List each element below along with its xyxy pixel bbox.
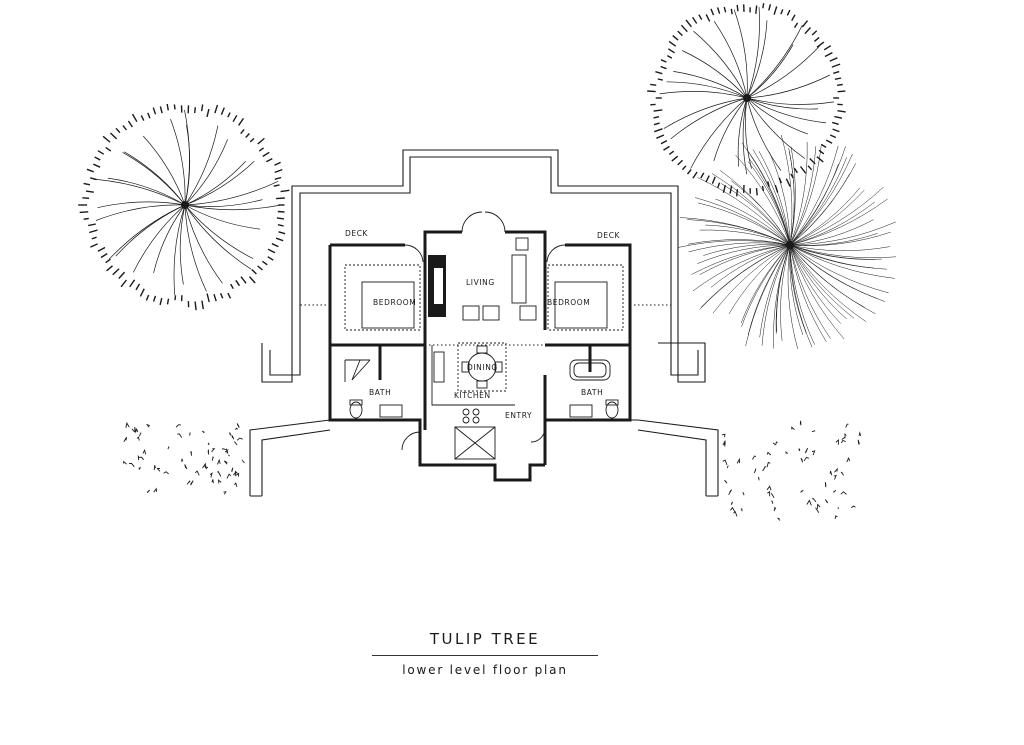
living-label: LIVING: [466, 278, 495, 287]
building-walls: [328, 230, 632, 482]
room-labels: DECK DECK LIVING BEDROOM BEDROOM DINING …: [345, 229, 621, 420]
tree-mid-right: [677, 134, 896, 350]
plan-subtitle: lower level floor plan: [402, 663, 568, 677]
entry-label: ENTRY: [505, 411, 532, 420]
deck-outline: [249, 149, 719, 497]
title-block: TULIP TREE lower level floor plan: [370, 630, 600, 677]
bath-right-label: BATH: [581, 388, 603, 397]
shrubs-left: [123, 421, 245, 495]
tree-left: [78, 103, 290, 311]
dining-label: DINING: [467, 363, 498, 372]
tree-top-right: [647, 3, 846, 197]
interior-details: [300, 211, 671, 460]
kitchen-label: KITCHEN: [454, 391, 491, 400]
bedroom-left-label: BEDROOM: [373, 298, 416, 307]
title-divider: [372, 655, 598, 656]
shrubs-right: [721, 420, 862, 521]
bath-left-label: BATH: [369, 388, 391, 397]
bedroom-right-label: BEDROOM: [547, 298, 590, 307]
deck-right-label: DECK: [597, 231, 621, 240]
deck-left-label: DECK: [345, 229, 369, 238]
plan-title: TULIP TREE: [429, 630, 541, 648]
